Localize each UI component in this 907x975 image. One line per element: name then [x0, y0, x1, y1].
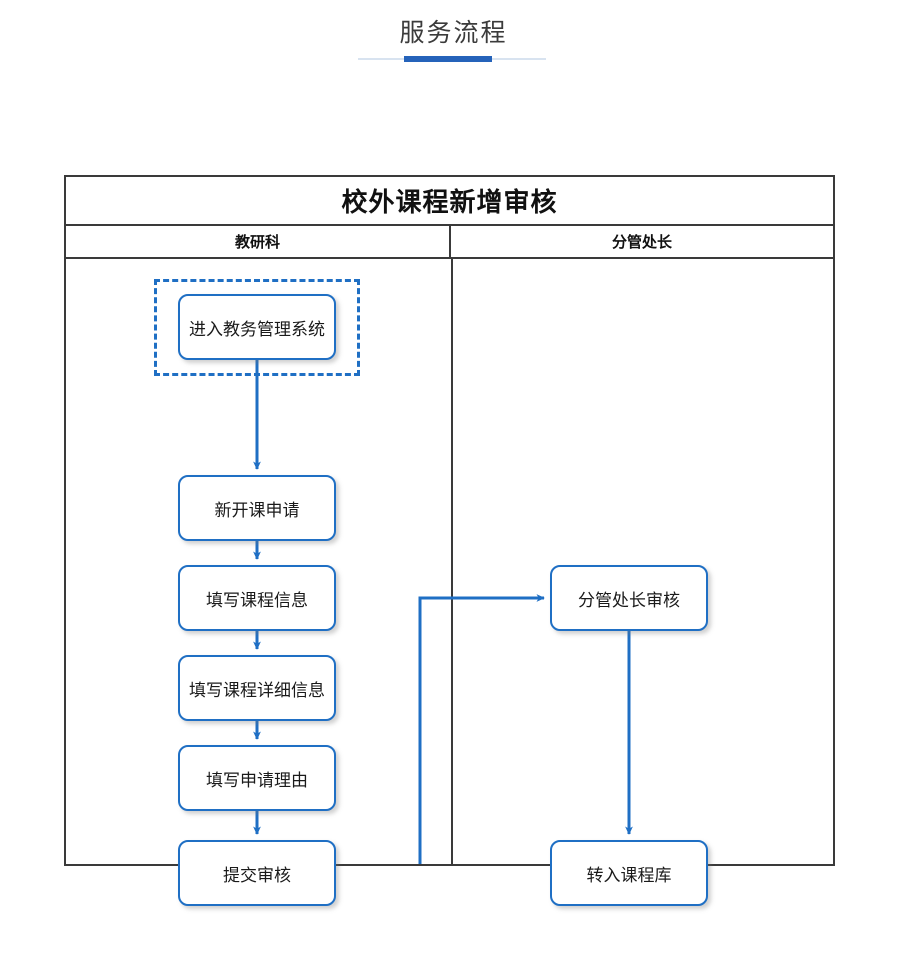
flow-node-fill-course-info[interactable]: 填写课程信息 — [178, 565, 336, 631]
flow-node-enter-academic-system[interactable]: 进入教务管理系统 — [178, 294, 336, 360]
page-header: 服务流程 — [0, 0, 907, 80]
flowchart-frame: 校外课程新增审核 教研科 分管处长 — [64, 175, 835, 906]
flow-node-submit-review[interactable]: 提交审核 — [178, 840, 336, 906]
flow-node-fill-application-reason[interactable]: 填写申请理由 — [178, 745, 336, 811]
flow-node-transfer-to-course-library[interactable]: 转入课程库 — [550, 840, 708, 906]
title-underline-accent — [404, 56, 492, 62]
flowchart-title-row: 校外课程新增审核 — [66, 177, 833, 226]
swimlane-header-row: 教研科 分管处长 — [66, 226, 833, 259]
flowchart-title: 校外课程新增审核 — [341, 187, 558, 217]
page-title: 服务流程 — [399, 19, 508, 47]
edge-n6-n7 — [418, 594, 545, 864]
flow-node-director-review[interactable]: 分管处长审核 — [550, 565, 708, 631]
lane-header-fenguanchuzhang: 分管处长 — [611, 234, 672, 251]
flow-node-new-course-application[interactable]: 新开课申请 — [178, 475, 336, 541]
selection-marquee[interactable] — [154, 279, 360, 376]
swimlane-divider — [451, 259, 453, 864]
flowchart-canvas: 进入教务管理系统 新开课申请 填写课程信息 填写课程详细信息 填写申请理由 提交… — [66, 259, 833, 906]
lane-header-jiaoyanke: 教研科 — [66, 226, 451, 257]
flow-node-fill-course-detail-info[interactable]: 填写课程详细信息 — [178, 655, 336, 721]
